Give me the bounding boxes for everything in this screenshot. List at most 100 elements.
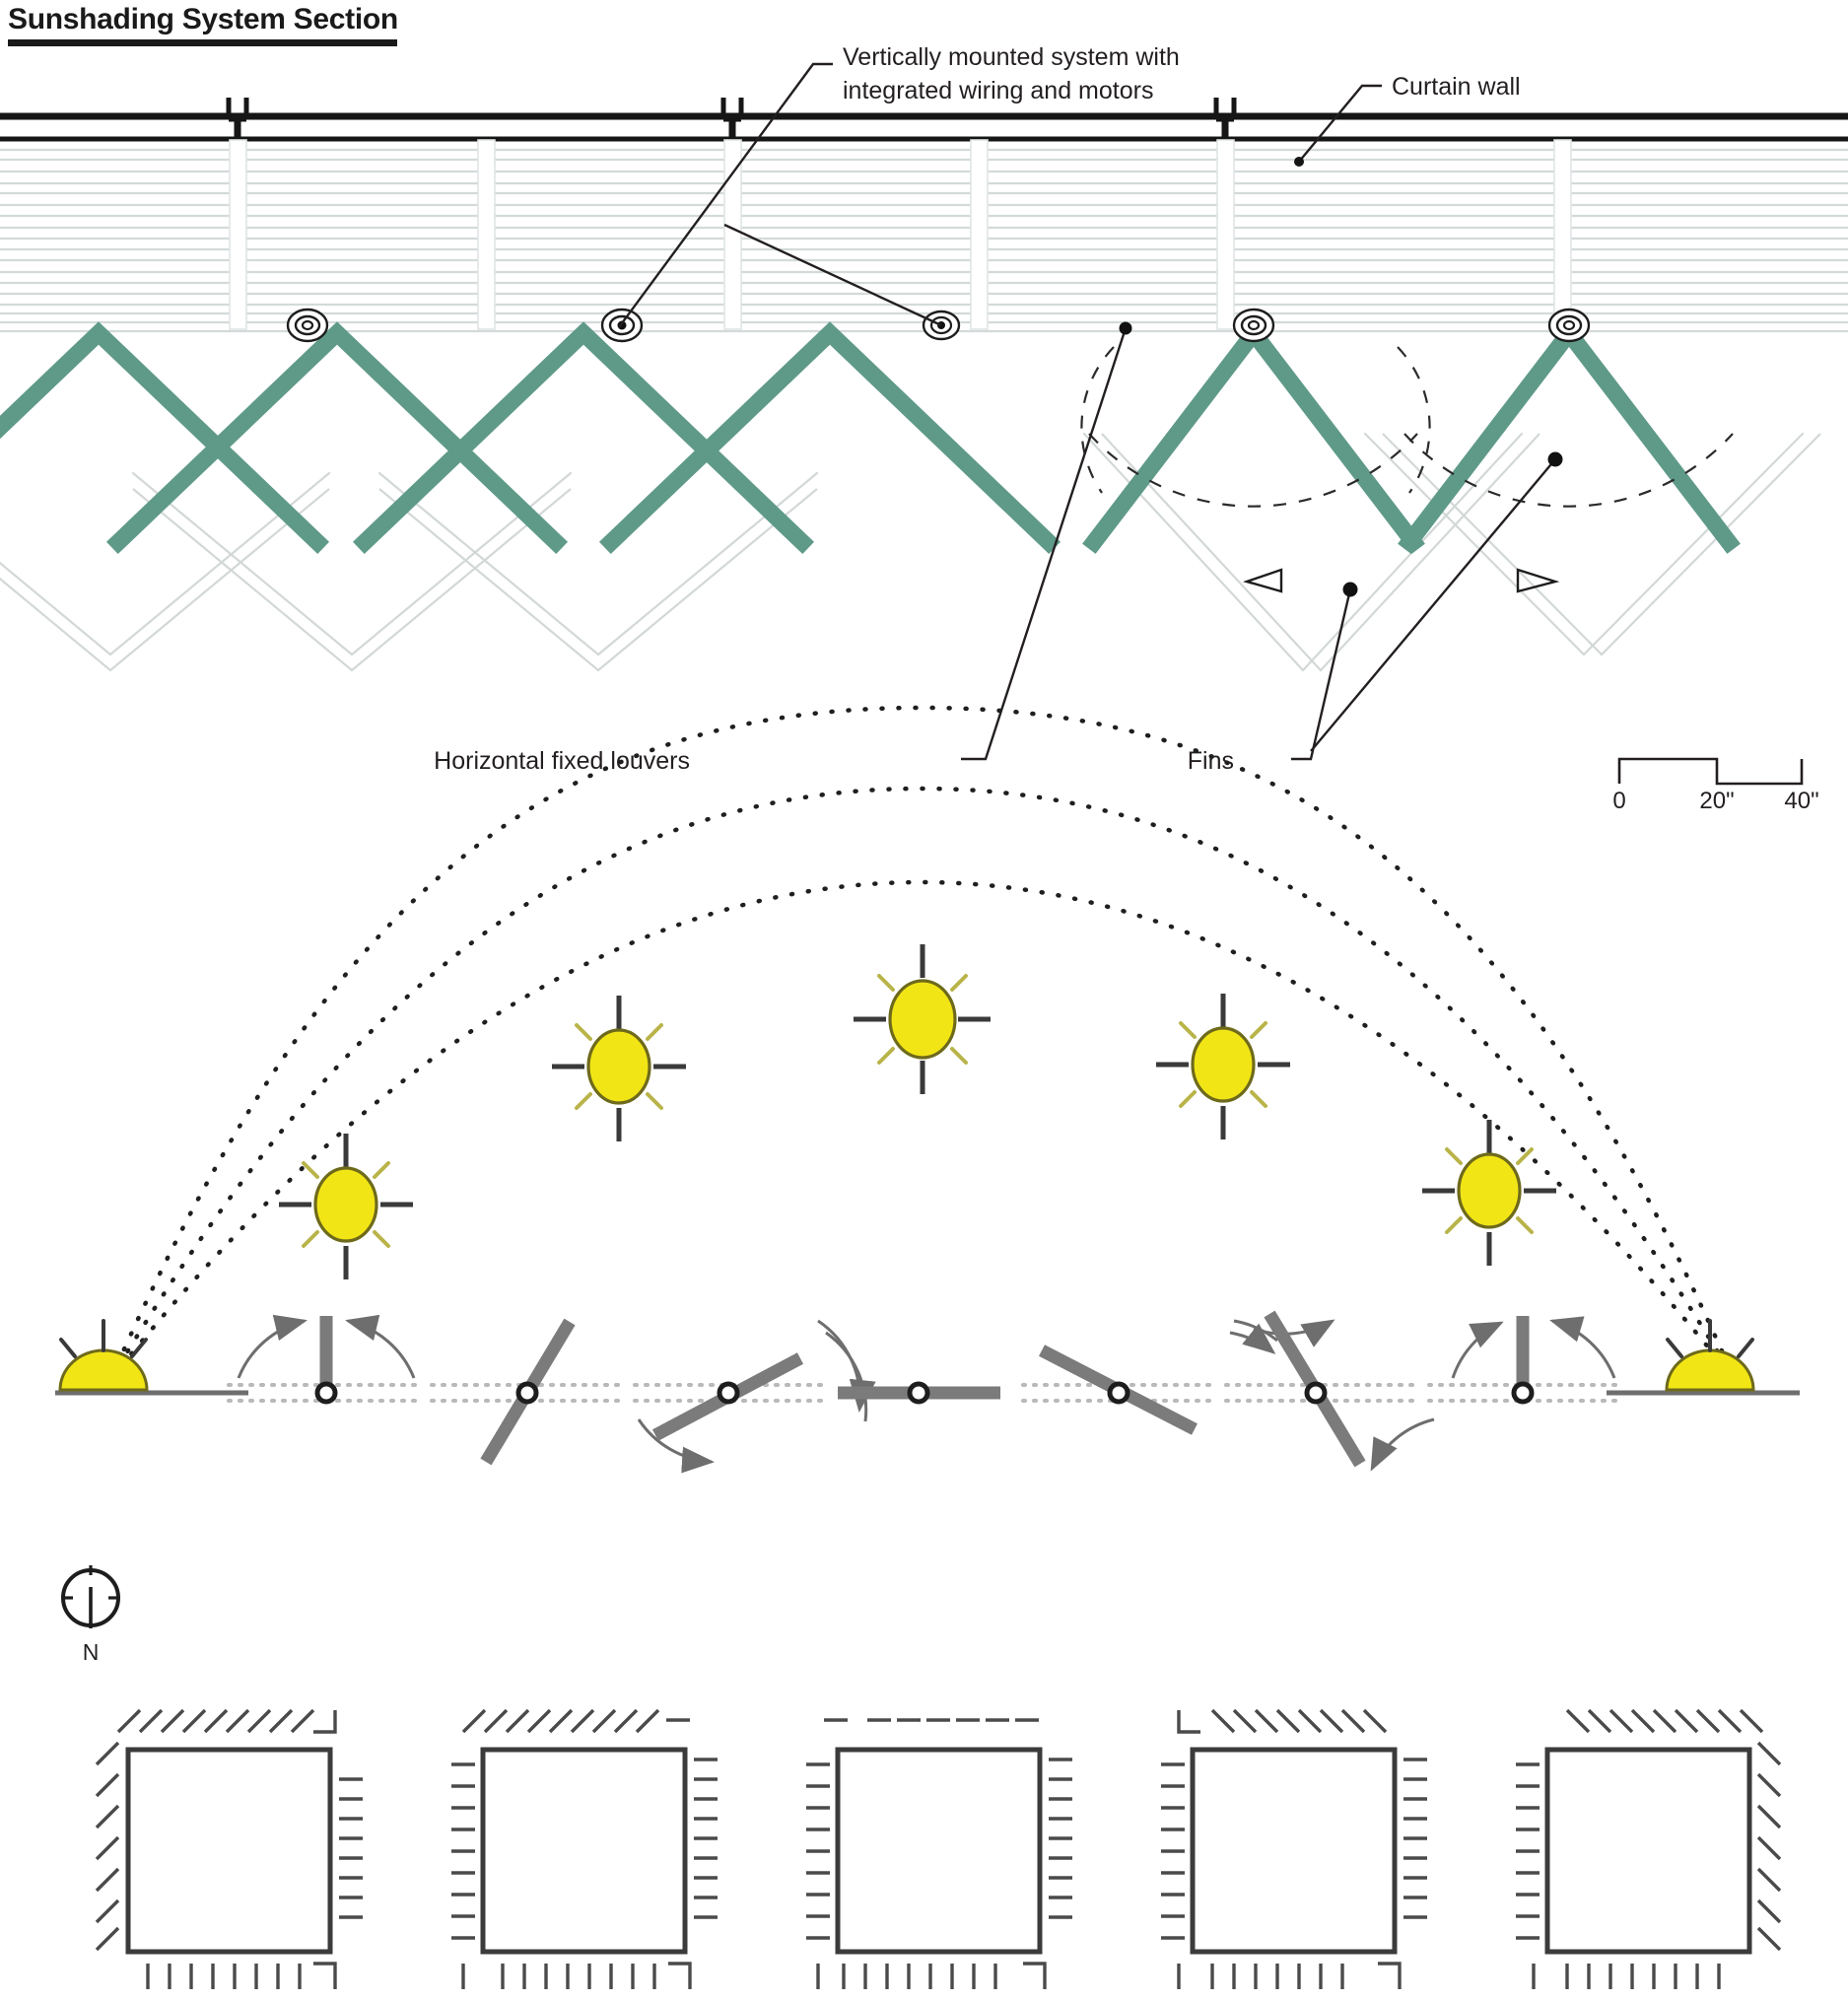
mullion-bracket [1213, 98, 1237, 140]
rotation-arc [1397, 346, 1431, 494]
leader-line-group [618, 62, 1556, 761]
plan-fin-ticks-bottom [1177, 1962, 1402, 1989]
plan-diagram-2 [451, 1708, 718, 1989]
mullion-drop [1216, 139, 1235, 330]
sun-icon-afternoon [1156, 994, 1290, 1139]
page-title: Sunshading System Section [8, 3, 398, 35]
mullion-drop [970, 139, 989, 330]
plan-fin-ticks-top [461, 1708, 690, 1734]
teal-fin [598, 321, 1061, 555]
mullion-bracket [720, 98, 744, 140]
rotation-arc [1088, 433, 1418, 508]
sun-icon-sunrise [58, 1319, 149, 1392]
direction-arrow-right [1516, 568, 1560, 593]
plan-fin-ticks-left [95, 1741, 120, 1952]
sun-icon-mid-morning [552, 996, 686, 1141]
louver-arrow-group [237, 1314, 1616, 1474]
louver-pivot [717, 1381, 740, 1405]
ghost-fin [1082, 432, 1540, 672]
sun-path-diagram [55, 705, 1800, 1396]
pivot-hub [286, 308, 329, 343]
compass-north-label: N [83, 1639, 100, 1665]
label-vertically-mounted-line2: integrated wiring and motors [843, 77, 1153, 104]
plan-fin-ticks-right [694, 1758, 718, 1919]
ghost-fin [1363, 432, 1821, 656]
leader-vertically-mounted-a [618, 62, 833, 328]
plan-diagram-3 [806, 1718, 1072, 1989]
leader-dot [1119, 321, 1132, 335]
plan-fin-ticks-bottom [816, 1962, 1047, 1989]
plan-outline [480, 1747, 688, 1955]
leader-dot [1547, 451, 1563, 467]
teal-fin [1398, 319, 1741, 554]
plan-fin-ticks-bottom [1532, 1964, 1721, 1989]
scale-bar: 0 20" 40" [1612, 757, 1819, 814]
plan-diagram-4 [1161, 1708, 1427, 1989]
pivot-hub [1547, 308, 1591, 343]
plan-fin-ticks-left [1516, 1762, 1540, 1940]
mullion-bracket-group [226, 98, 1237, 140]
leader-vertically-mounted-b [723, 223, 942, 327]
scale-tick-20: 20" [1699, 788, 1734, 814]
rotation-arc [1403, 433, 1734, 508]
plan-fin-ticks-right [1756, 1741, 1782, 1952]
leader-curtain-wall [1298, 84, 1382, 163]
rotation-arc [1080, 346, 1115, 494]
ghost-fin [131, 471, 573, 672]
plan-outline [1190, 1747, 1398, 1955]
sun-arc-winter [107, 879, 1738, 1383]
label-curtain-wall: Curtain wall [1392, 73, 1521, 101]
sun-icon-sunset [1665, 1319, 1755, 1392]
plan-fin-ticks-left [451, 1762, 475, 1940]
plan-outline [1544, 1747, 1752, 1955]
sun-icon-late-afternoon [1422, 1120, 1556, 1266]
plan-diagram-1 [95, 1708, 363, 1989]
louver-rotation-sequence [227, 1310, 1618, 1474]
pivot-hub [1232, 308, 1275, 343]
mullion-drop-group [229, 139, 1572, 330]
plan-diagram-group [95, 1708, 1782, 1989]
plan-fin-ticks-top [1177, 1708, 1388, 1734]
louver-pivot [907, 1381, 930, 1405]
plan-outline [125, 1747, 333, 1955]
fin-rotation-arc-group [1080, 346, 1734, 508]
plan-fin-ticks-bottom [146, 1962, 337, 1989]
plan-outline [835, 1747, 1043, 1955]
mullion-drop [723, 139, 742, 330]
louver-pivot [314, 1381, 338, 1405]
leader-fins-a [1291, 588, 1352, 761]
teal-fin [0, 321, 330, 555]
louver-pivot [1107, 1381, 1130, 1405]
scale-tick-40: 40" [1784, 788, 1818, 814]
teal-fin [352, 321, 815, 555]
curtain-wall-band [0, 112, 1848, 142]
pivot-hub [600, 308, 644, 343]
plan-fin-ticks-bottom [461, 1962, 692, 1989]
teal-fin [105, 321, 569, 555]
ghost-fin [377, 471, 819, 672]
plan-fin-ticks-right [1049, 1758, 1072, 1919]
teal-fin [1082, 319, 1425, 554]
plan-fin-ticks-top [116, 1708, 337, 1734]
label-vertically-mounted-line1: Vertically mounted system with [843, 43, 1180, 71]
plan-fin-ticks-left [1161, 1762, 1185, 1940]
sun-icon-morning-low [279, 1134, 413, 1279]
label-horizontal-fixed-louvers: Horizontal fixed louvers [434, 747, 690, 775]
louver-pivot [1304, 1381, 1328, 1405]
louver-pivot [1511, 1381, 1535, 1405]
ghost-fin-group [0, 432, 1821, 672]
ghost-fin [0, 471, 331, 672]
title-underline-rule [8, 38, 397, 46]
compass-ticks [63, 1565, 118, 1600]
direction-arrow-left [1242, 568, 1283, 593]
sun-arc-equinox [107, 786, 1738, 1383]
leader-horizontal-louvers [961, 327, 1128, 761]
mullion-drop [477, 139, 496, 330]
louver-pivot [515, 1381, 539, 1405]
rotation-direction-arrow-group [1242, 568, 1560, 593]
sun-arc-group [107, 705, 1738, 1383]
leader-dot-group [1119, 157, 1563, 597]
compass-rose: N [61, 1565, 120, 1665]
